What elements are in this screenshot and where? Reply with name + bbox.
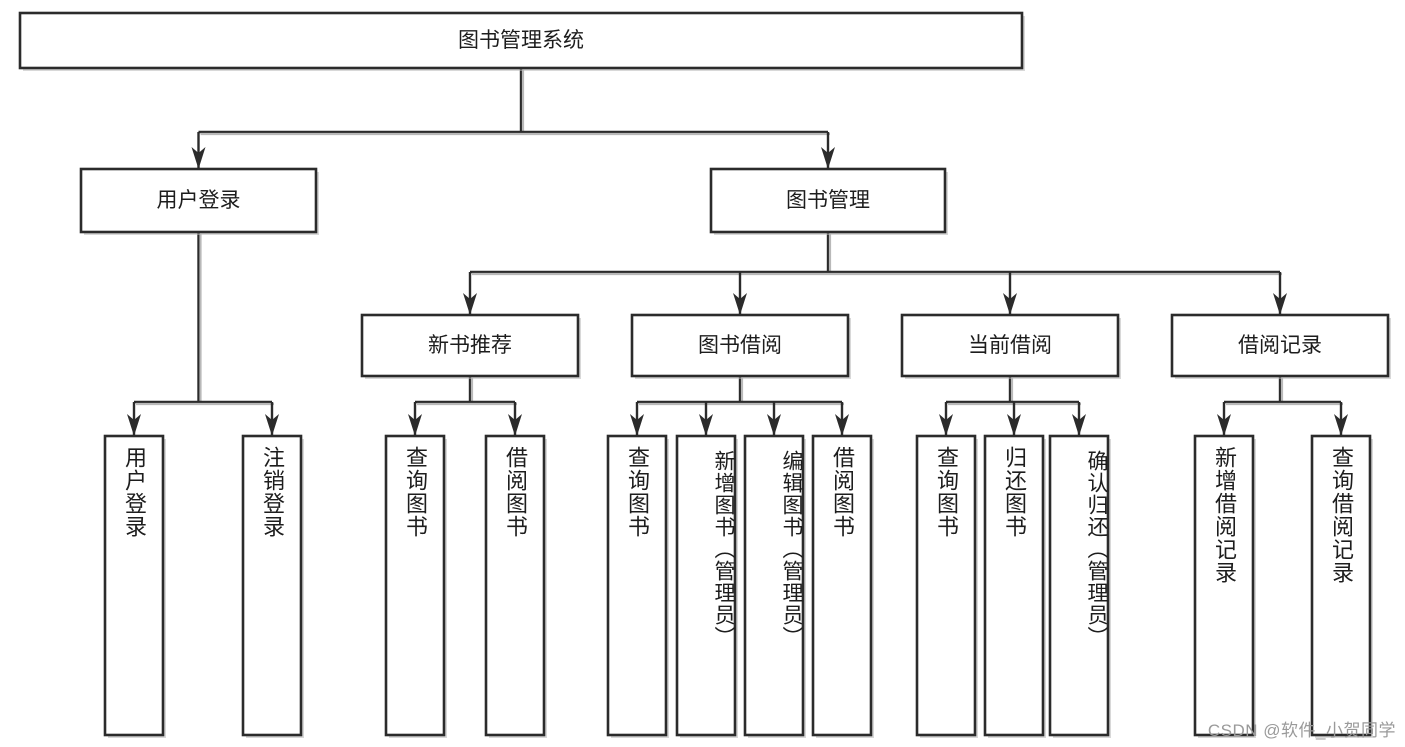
node-leaf-query-book-rec[interactable]: [384, 434, 447, 738]
node-new-book-rec[interactable]: [360, 313, 581, 379]
node-leaf-logout[interactable]: [241, 434, 304, 738]
node-leaf-borrow-book-rec[interactable]: [484, 434, 547, 738]
node-label: 图书借阅: [698, 334, 782, 357]
node-leaf-user-login[interactable]: [103, 434, 166, 738]
node-borrow-record[interactable]: [1170, 313, 1391, 379]
node-leaf-borrow-book[interactable]: [811, 434, 874, 738]
node-leaf-return-book[interactable]: [983, 434, 1046, 738]
node-book-manage[interactable]: [709, 167, 948, 235]
node-leaf-query-book-cur[interactable]: [915, 434, 978, 738]
edges-layer: [127, 68, 1348, 436]
node-current-borrow[interactable]: [900, 313, 1121, 379]
node-leaf-edit-book[interactable]: [743, 434, 806, 738]
node-user-login[interactable]: [79, 167, 319, 235]
node-book-borrow[interactable]: [630, 313, 851, 379]
node-label: 用户登录: [157, 189, 241, 212]
node-label: 图书管理系统: [458, 29, 584, 52]
node-leaf-add-record[interactable]: [1193, 434, 1256, 738]
node-label: 图书管理: [786, 189, 870, 212]
watermark: CSDN @软件_小贺同学: [1207, 721, 1396, 740]
node-leaf-query-record[interactable]: [1310, 434, 1373, 738]
node-root-root[interactable]: [18, 11, 1025, 71]
node-leaf-confirm-return[interactable]: [1048, 434, 1111, 738]
node-label: 新书推荐: [428, 334, 512, 357]
node-label: 当前借阅: [968, 334, 1052, 357]
node-leaf-query-book-borrow[interactable]: [606, 434, 669, 738]
node-label: 借阅记录: [1238, 334, 1322, 357]
node-leaf-add-book[interactable]: [675, 434, 738, 738]
